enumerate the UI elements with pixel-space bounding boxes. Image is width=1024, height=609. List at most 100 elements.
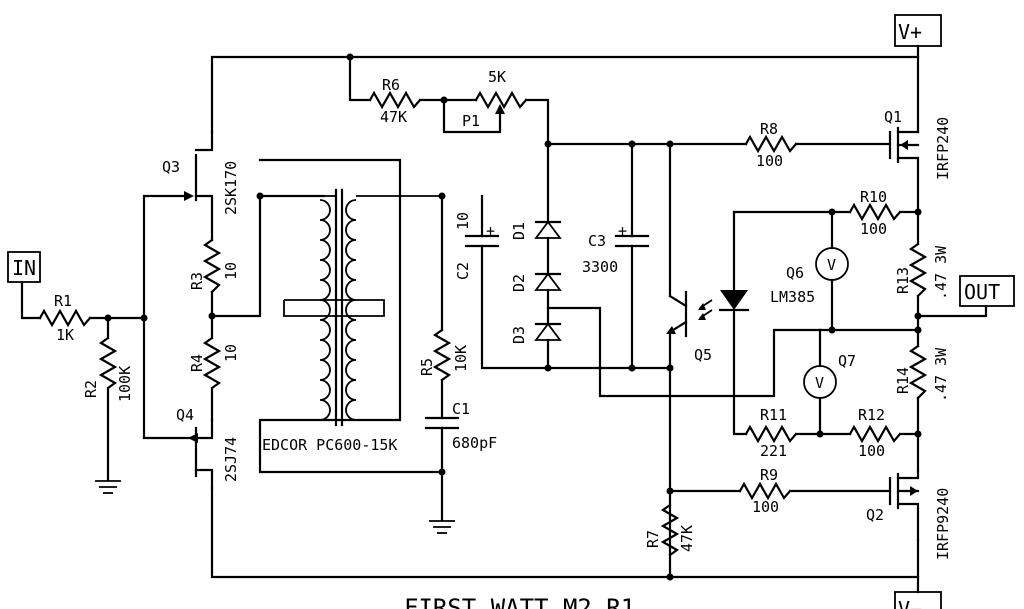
vplus-terminal[interactable]: V+: [894, 14, 942, 47]
svg-text:R13: R13: [894, 267, 912, 294]
resistor-r5: R5 10K: [418, 194, 470, 420]
svg-text:Q4: Q4: [176, 406, 194, 424]
svg-text:R4: R4: [188, 354, 206, 372]
svg-text:R7: R7: [644, 530, 662, 548]
svg-text:R11: R11: [760, 406, 787, 424]
svg-text:Q7: Q7: [838, 352, 856, 370]
jfet-q4: Q4 2SJ74: [176, 406, 240, 490]
svg-text:1K: 1K: [56, 326, 74, 344]
svg-text:D3: D3: [510, 326, 528, 344]
svg-text:.47 3W: .47 3W: [932, 245, 950, 300]
svg-text:10K: 10K: [452, 345, 470, 372]
svg-text:100: 100: [756, 152, 783, 170]
svg-text:R3: R3: [188, 272, 206, 290]
svg-text:LM385: LM385: [770, 288, 815, 306]
resistor-r8: R8 100: [744, 120, 892, 170]
input-terminal[interactable]: IN: [7, 251, 42, 320]
svg-text:Q5: Q5: [694, 346, 712, 364]
positive-rail: [210, 44, 920, 134]
svg-text:C3: C3: [588, 232, 606, 250]
svg-text:R8: R8: [760, 120, 778, 138]
svg-text:100: 100: [752, 498, 779, 516]
svg-text:221: 221: [760, 442, 787, 460]
capacitor-c3: + C3 3300: [546, 142, 672, 370]
resistor-r4: R4 10: [188, 336, 240, 422]
svg-text:V−: V−: [898, 597, 922, 609]
capacitor-c1: C1 680pF: [424, 400, 497, 522]
svg-text:V: V: [815, 374, 824, 392]
resistor-r11: R11 221: [744, 406, 852, 460]
optotransistor-q5: Q5: [666, 142, 713, 579]
resistor-r13: R13 .47 3W: [894, 210, 950, 348]
svg-text:P1: P1: [462, 112, 480, 130]
svg-text:100K: 100K: [116, 366, 134, 402]
capacitor-c2: + C2 10: [454, 194, 550, 370]
svg-text:+: +: [618, 222, 627, 240]
reference-q7: V Q7: [803, 328, 856, 436]
svg-text:R5: R5: [418, 358, 436, 376]
svg-text:C1: C1: [452, 400, 470, 418]
svg-text:R12: R12: [858, 406, 885, 424]
svg-text:100: 100: [858, 442, 885, 460]
mosfet-q2: Q2 IRFP9240: [866, 468, 952, 560]
svg-text:D2: D2: [510, 274, 528, 292]
svg-text:Q2: Q2: [866, 506, 884, 524]
resistor-r9: R9 100: [668, 466, 892, 516]
junction-dots: [104, 53, 922, 581]
svg-text:D1: D1: [510, 222, 528, 240]
negative-rail: [210, 486, 920, 594]
svg-text:47K: 47K: [678, 525, 696, 552]
resistor-r14: R14 .47 3W: [894, 344, 950, 472]
svg-text:100: 100: [860, 220, 887, 238]
resistor-r7: R7 47K: [644, 503, 696, 557]
schematic-title: FIRST WATT M2 R1: [404, 594, 635, 609]
resistor-r1: R1 1K: [38, 292, 146, 344]
svg-text:R10: R10: [860, 188, 887, 206]
svg-text:OUT: OUT: [964, 280, 1000, 304]
mosfet-q1: Q1 IRFP240: [884, 108, 952, 214]
svg-text:R9: R9: [760, 466, 778, 484]
resistor-r2: R2 100K: [82, 316, 134, 482]
svg-text:C2: C2: [454, 262, 472, 280]
svg-text:R2: R2: [82, 380, 100, 398]
potentiometer-p1[interactable]: P1 5K: [442, 68, 550, 146]
svg-text:V: V: [827, 256, 836, 274]
svg-text:Q3: Q3: [162, 158, 180, 176]
svg-text:Q1: Q1: [884, 108, 902, 126]
svg-text:Q6: Q6: [786, 264, 804, 282]
diode-d3: D3: [510, 322, 562, 370]
svg-text:R14: R14: [894, 367, 912, 394]
opto-led: [718, 210, 750, 436]
resistor-r12: R12 100: [848, 406, 920, 460]
svg-text:10: 10: [222, 262, 240, 280]
svg-text:680pF: 680pF: [452, 434, 497, 452]
svg-text:3300: 3300: [582, 258, 618, 276]
diode-d1: D1: [510, 142, 562, 274]
svg-text:2SJ74: 2SJ74: [222, 437, 240, 482]
vminus-terminal[interactable]: V−: [894, 591, 942, 609]
resistor-r6: R6 47K: [348, 55, 478, 126]
svg-text:R1: R1: [54, 292, 72, 310]
svg-text:EDCOR PC600-15K: EDCOR PC600-15K: [262, 436, 397, 454]
resistor-r3: R3 10: [188, 238, 240, 340]
svg-text:IRFP9240: IRFP9240: [934, 488, 952, 560]
svg-text:IRFP240: IRFP240: [934, 117, 952, 180]
ground-c1: [429, 520, 455, 534]
resistor-r10: R10 100: [732, 188, 920, 238]
reference-q6: V Q6 LM385: [770, 210, 849, 332]
transformer: EDCOR PC600-15K: [210, 158, 444, 474]
ground-r2: [95, 480, 121, 494]
svg-text:5K: 5K: [488, 68, 506, 86]
svg-text:10: 10: [454, 212, 472, 230]
svg-text:V+: V+: [898, 20, 922, 44]
svg-text:+: +: [486, 222, 495, 240]
jfet-q3: Q3 2SK170: [162, 130, 240, 242]
diode-d2: D2: [510, 272, 562, 324]
svg-text:10: 10: [222, 344, 240, 362]
svg-text:.47 3W: .47 3W: [932, 347, 950, 402]
output-terminal[interactable]: OUT: [916, 275, 1015, 318]
svg-text:IN: IN: [12, 256, 36, 280]
svg-text:R6: R6: [382, 76, 400, 94]
svg-text:2SK170: 2SK170: [222, 161, 240, 215]
